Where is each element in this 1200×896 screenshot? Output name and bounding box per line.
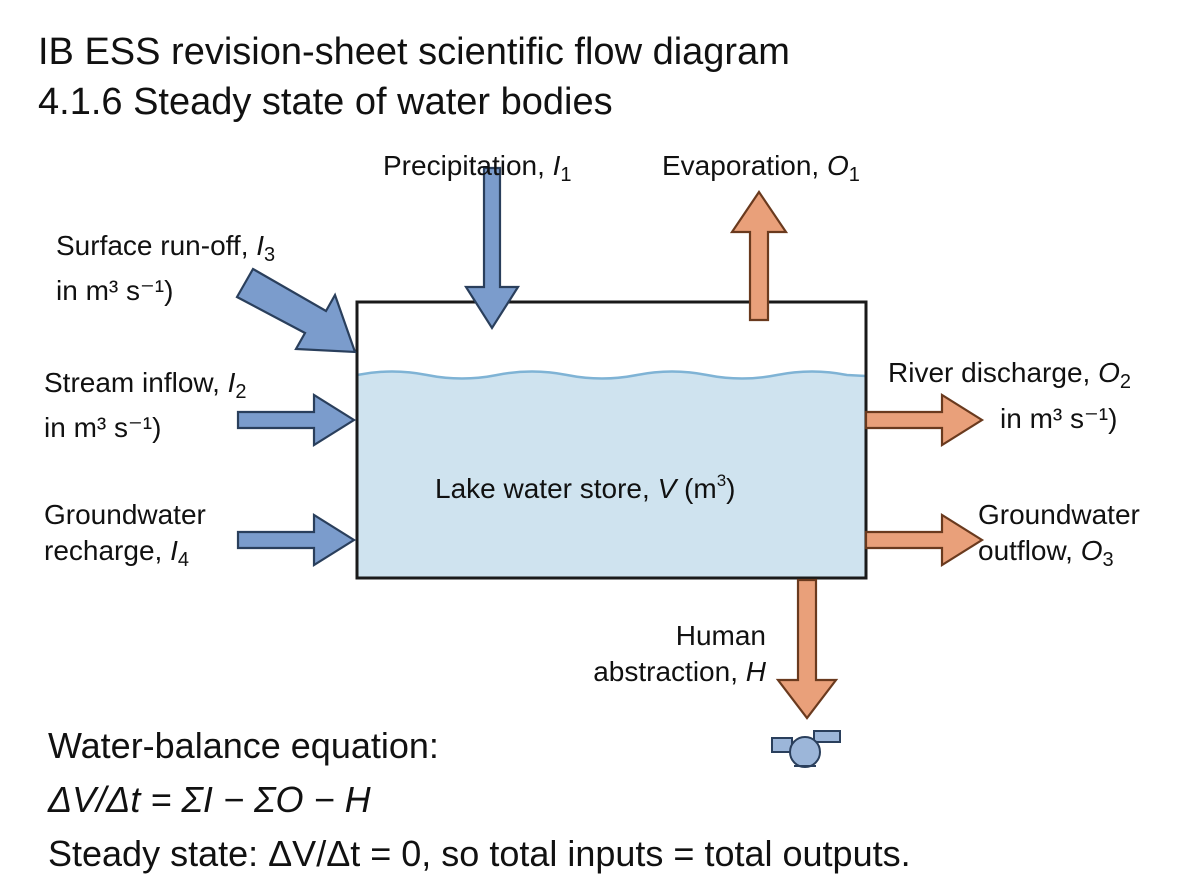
lake-store-outline <box>355 300 868 580</box>
lake-water-fill <box>357 371 866 578</box>
steady-state-statement: Steady state: ΔV/Δt = 0, so total inputs… <box>48 833 911 874</box>
lake-store <box>355 300 868 580</box>
lake-store-label: Lake water store, V (m3) <box>435 471 736 504</box>
evaporation-arrow <box>729 190 789 322</box>
water-balance-formula: ΔV/Δt = ΣI − ΣO − H <box>48 779 371 820</box>
human-abstraction-label: Human abstraction, H <box>593 620 766 687</box>
groundwater-outflow-arrow <box>864 513 985 567</box>
stream-inflow-label: Stream inflow, I2 in m³ s⁻¹) <box>44 367 247 443</box>
river-discharge-label: River discharge, O2 <box>888 357 1131 393</box>
human-abstraction-arrow <box>775 578 839 720</box>
diagram-title: IB ESS revision-sheet scientific flow di… <box>38 31 790 73</box>
diagram-subtitle: 4.1.6 Steady state of water bodies <box>38 81 613 123</box>
groundwater-recharge-label: Groundwater recharge, I4 <box>44 499 206 571</box>
river-discharge-arrow <box>864 393 985 447</box>
equation-heading: Water-balance equation: <box>48 725 439 766</box>
water-surface-line <box>356 370 867 380</box>
groundwater-recharge-arrow <box>236 513 357 567</box>
evaporation-label: Evaporation, O1 <box>662 150 860 186</box>
precipitation-label: Precipitation, I1 <box>383 150 572 186</box>
pump-icon <box>771 730 841 768</box>
surface-runoff-label: Surface run-off, I3 in m³ s⁻¹) <box>56 230 276 306</box>
river-discharge-unit: in m³ s⁻¹) <box>1000 403 1118 434</box>
stream-inflow-arrow <box>236 393 357 447</box>
surface-runoff-arrow <box>235 267 357 354</box>
groundwater-outflow-label: Groundwater outflow, O3 <box>978 499 1140 571</box>
precipitation-arrow <box>463 166 521 331</box>
